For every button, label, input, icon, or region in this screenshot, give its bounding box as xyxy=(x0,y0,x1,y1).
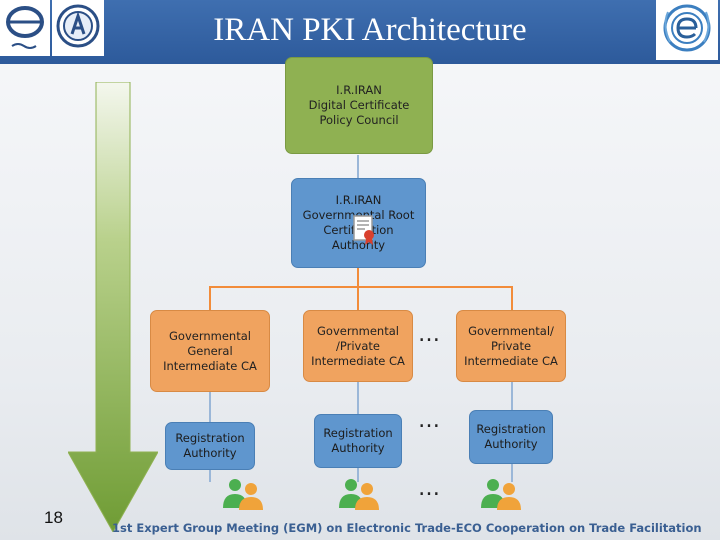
gov-private-ca-2-line-1: Governmental/ xyxy=(468,323,554,338)
header-bar xyxy=(0,0,720,64)
users-icon xyxy=(481,479,521,510)
eco-logo-icon xyxy=(656,0,718,60)
root-ca-line-2: Governmental Root xyxy=(302,208,415,222)
ellipsis-registration: … xyxy=(418,408,442,433)
connector-ra3-users xyxy=(511,464,513,482)
gov-general-ca-line-1: Governmental xyxy=(169,328,251,343)
connector-ra2-users xyxy=(357,468,359,482)
registration-authority-box-1: Registration Authority xyxy=(165,422,255,470)
footer-text: 1st Expert Group Meeting (EGM) on Electr… xyxy=(112,521,702,535)
gov-private-ca-1-line-2: /Private xyxy=(336,338,380,353)
connector-ra1-users xyxy=(209,470,211,482)
connector-left-drop xyxy=(209,286,211,310)
registration-authority-box-3: Registration Authority xyxy=(469,410,553,464)
ra-1-line-2: Authority xyxy=(183,446,237,460)
gov-general-ca-box: Governmental General Intermediate CA xyxy=(150,310,270,392)
policy-council-line-3: Policy Council xyxy=(319,113,399,127)
gov-private-ca-box-2: Governmental/ Private Intermediate CA xyxy=(456,310,566,382)
slide-title: IRAN PKI Architecture xyxy=(213,12,527,48)
connector-ca1-ra1 xyxy=(209,392,211,422)
second-logo-icon xyxy=(52,0,104,56)
certificate-icon xyxy=(353,215,374,245)
ellipsis-users: … xyxy=(418,476,442,501)
page-number: 18 xyxy=(44,508,63,527)
registration-authority-box-2: Registration Authority xyxy=(314,414,402,468)
ra-2-line-2: Authority xyxy=(331,441,385,455)
users-icon xyxy=(223,479,263,510)
down-arrow-icon xyxy=(68,82,158,532)
gov-private-ca-1-line-1: Governmental xyxy=(317,323,399,338)
ra-3-line-2: Authority xyxy=(484,437,538,451)
ellipsis-intermediate: … xyxy=(418,322,442,347)
gov-private-ca-2-line-3: Intermediate CA xyxy=(464,353,558,368)
left-logo-icon xyxy=(0,0,50,56)
policy-council-box: I.R.IRAN Digital Certificate Policy Coun… xyxy=(285,57,433,154)
ra-3-line-1: Registration xyxy=(476,422,546,436)
gov-private-ca-2-line-2: Private xyxy=(490,338,532,353)
users-icon xyxy=(339,479,379,510)
policy-council-line-1: I.R.IRAN xyxy=(336,83,382,97)
connector-middle-drop xyxy=(357,286,359,310)
connector-policy-root xyxy=(357,155,359,179)
gov-private-ca-1-line-3: Intermediate CA xyxy=(311,353,405,368)
connector-horizontal xyxy=(209,286,513,288)
ra-1-line-1: Registration xyxy=(175,431,245,445)
ra-2-line-1: Registration xyxy=(323,426,393,440)
root-ca-line-1: I.R.IRAN xyxy=(335,193,382,207)
connector-ca3-ra3 xyxy=(511,382,513,410)
gov-general-ca-line-2: General xyxy=(187,343,233,358)
policy-council-line-2: Digital Certificate xyxy=(308,98,410,112)
connector-ca2-ra2 xyxy=(357,382,359,414)
connector-right-drop xyxy=(511,286,513,310)
gov-private-ca-box-1: Governmental /Private Intermediate CA xyxy=(303,310,413,382)
gov-general-ca-line-3: Intermediate CA xyxy=(163,358,257,373)
connector-root-down xyxy=(357,267,359,287)
